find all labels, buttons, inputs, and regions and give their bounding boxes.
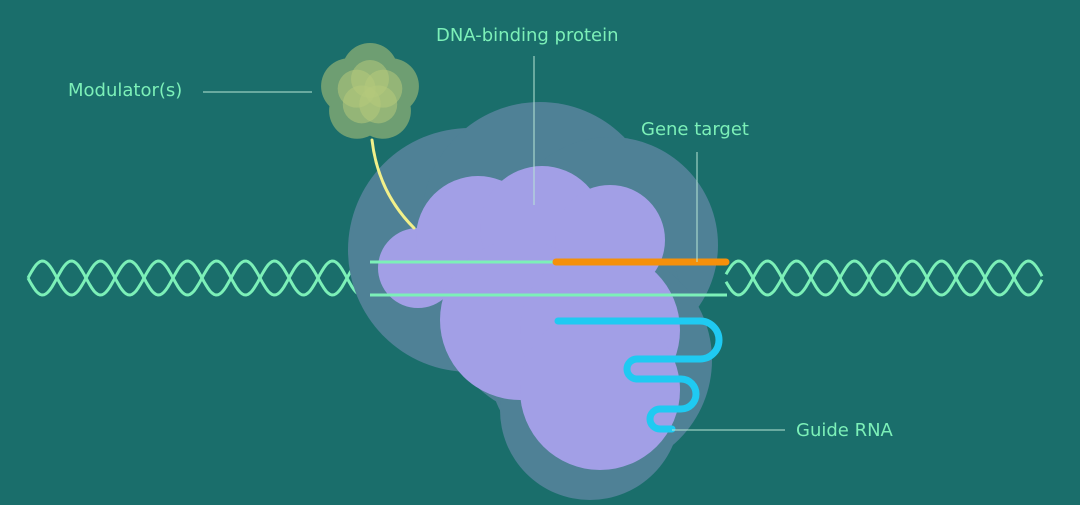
modulator-petal bbox=[337, 69, 376, 108]
modulator-cluster bbox=[321, 43, 419, 139]
dna-double-helix bbox=[26, 259, 1044, 297]
guide-rna-strand bbox=[554, 317, 723, 433]
dna-binding-protein bbox=[378, 166, 680, 470]
gene-target-label: Gene target bbox=[641, 119, 749, 140]
dna-strand-b bbox=[26, 259, 1044, 297]
guide-rna-label: Guide RNA bbox=[796, 420, 893, 441]
modulators-label: Modulator(s) bbox=[68, 80, 183, 101]
dna-binding-protein-label: DNA-binding protein bbox=[436, 25, 619, 46]
modulator-petals bbox=[337, 60, 403, 124]
leader-lines bbox=[203, 56, 785, 431]
modulator-tether bbox=[370, 138, 416, 230]
